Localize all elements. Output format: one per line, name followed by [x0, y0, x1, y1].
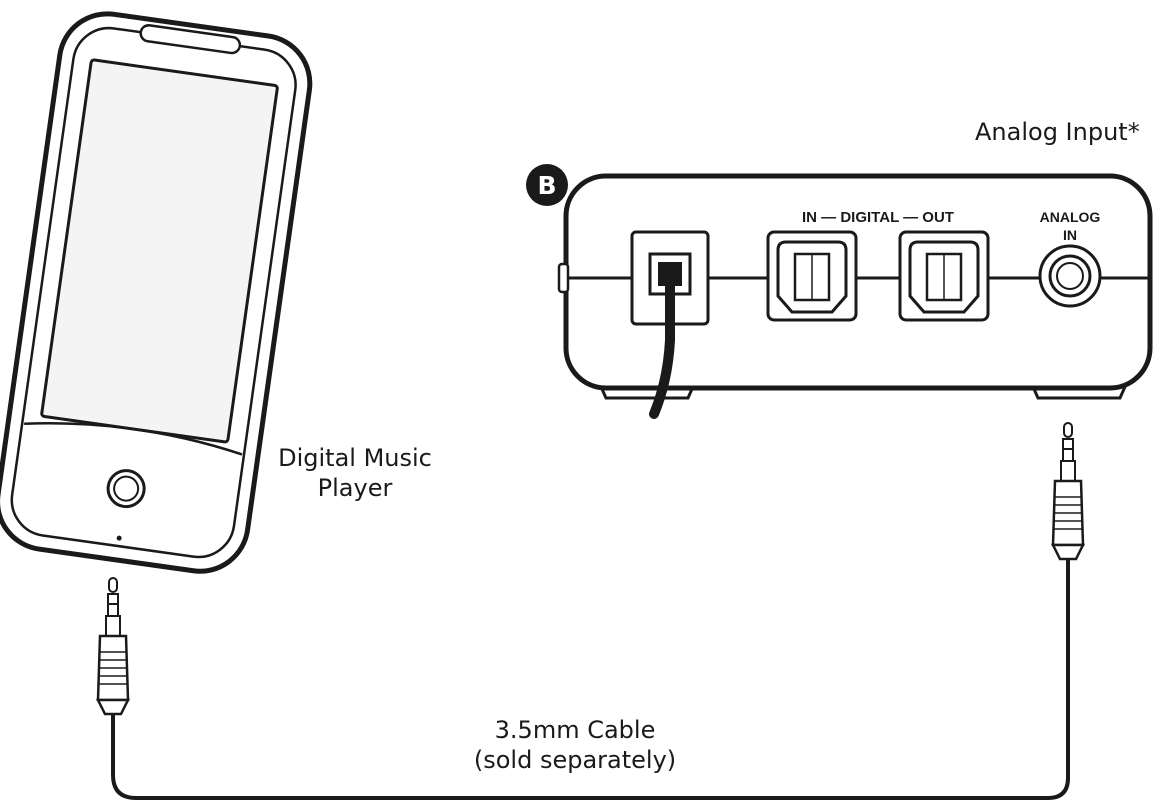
audio-cable	[111, 555, 1070, 800]
player-label: Digital Music Player	[250, 443, 460, 503]
digital-out-port	[898, 230, 990, 322]
section-badge-letter: B	[537, 171, 556, 200]
cable-label-line2: (sold separately)	[473, 746, 677, 774]
power-cord	[649, 281, 675, 419]
digital-in-port	[766, 230, 858, 322]
phone-mic-dot	[116, 535, 122, 541]
cable-label: 3.5mm Cable (sold separately)	[440, 715, 710, 775]
analog-port-label: ANALOG	[1040, 209, 1101, 225]
cable-label-line1: 3.5mm Cable	[494, 716, 656, 744]
analog-in-jack	[1038, 244, 1102, 308]
audio-jack-plug-icon	[95, 577, 131, 716]
phone-chin-curve	[24, 422, 243, 456]
section-badge: B	[526, 164, 568, 206]
player-label-line2: Player	[317, 474, 393, 502]
phone-home-button-inner	[113, 475, 140, 502]
digital-ports-label: IN — DIGITAL — OUT	[802, 209, 954, 226]
audio-jack-plug-icon	[1050, 422, 1086, 561]
analog-port-label-line2: IN	[1063, 227, 1077, 243]
player-label-line1: Digital Music	[278, 444, 432, 472]
analog-input-label: Analog Input*	[975, 118, 1140, 146]
power-port	[630, 230, 710, 419]
receiver-unit: IN — DIGITAL — OUT ANALOG IN	[557, 173, 1153, 419]
phone-icon	[0, 11, 313, 574]
phone-speaker-slot	[139, 24, 242, 55]
